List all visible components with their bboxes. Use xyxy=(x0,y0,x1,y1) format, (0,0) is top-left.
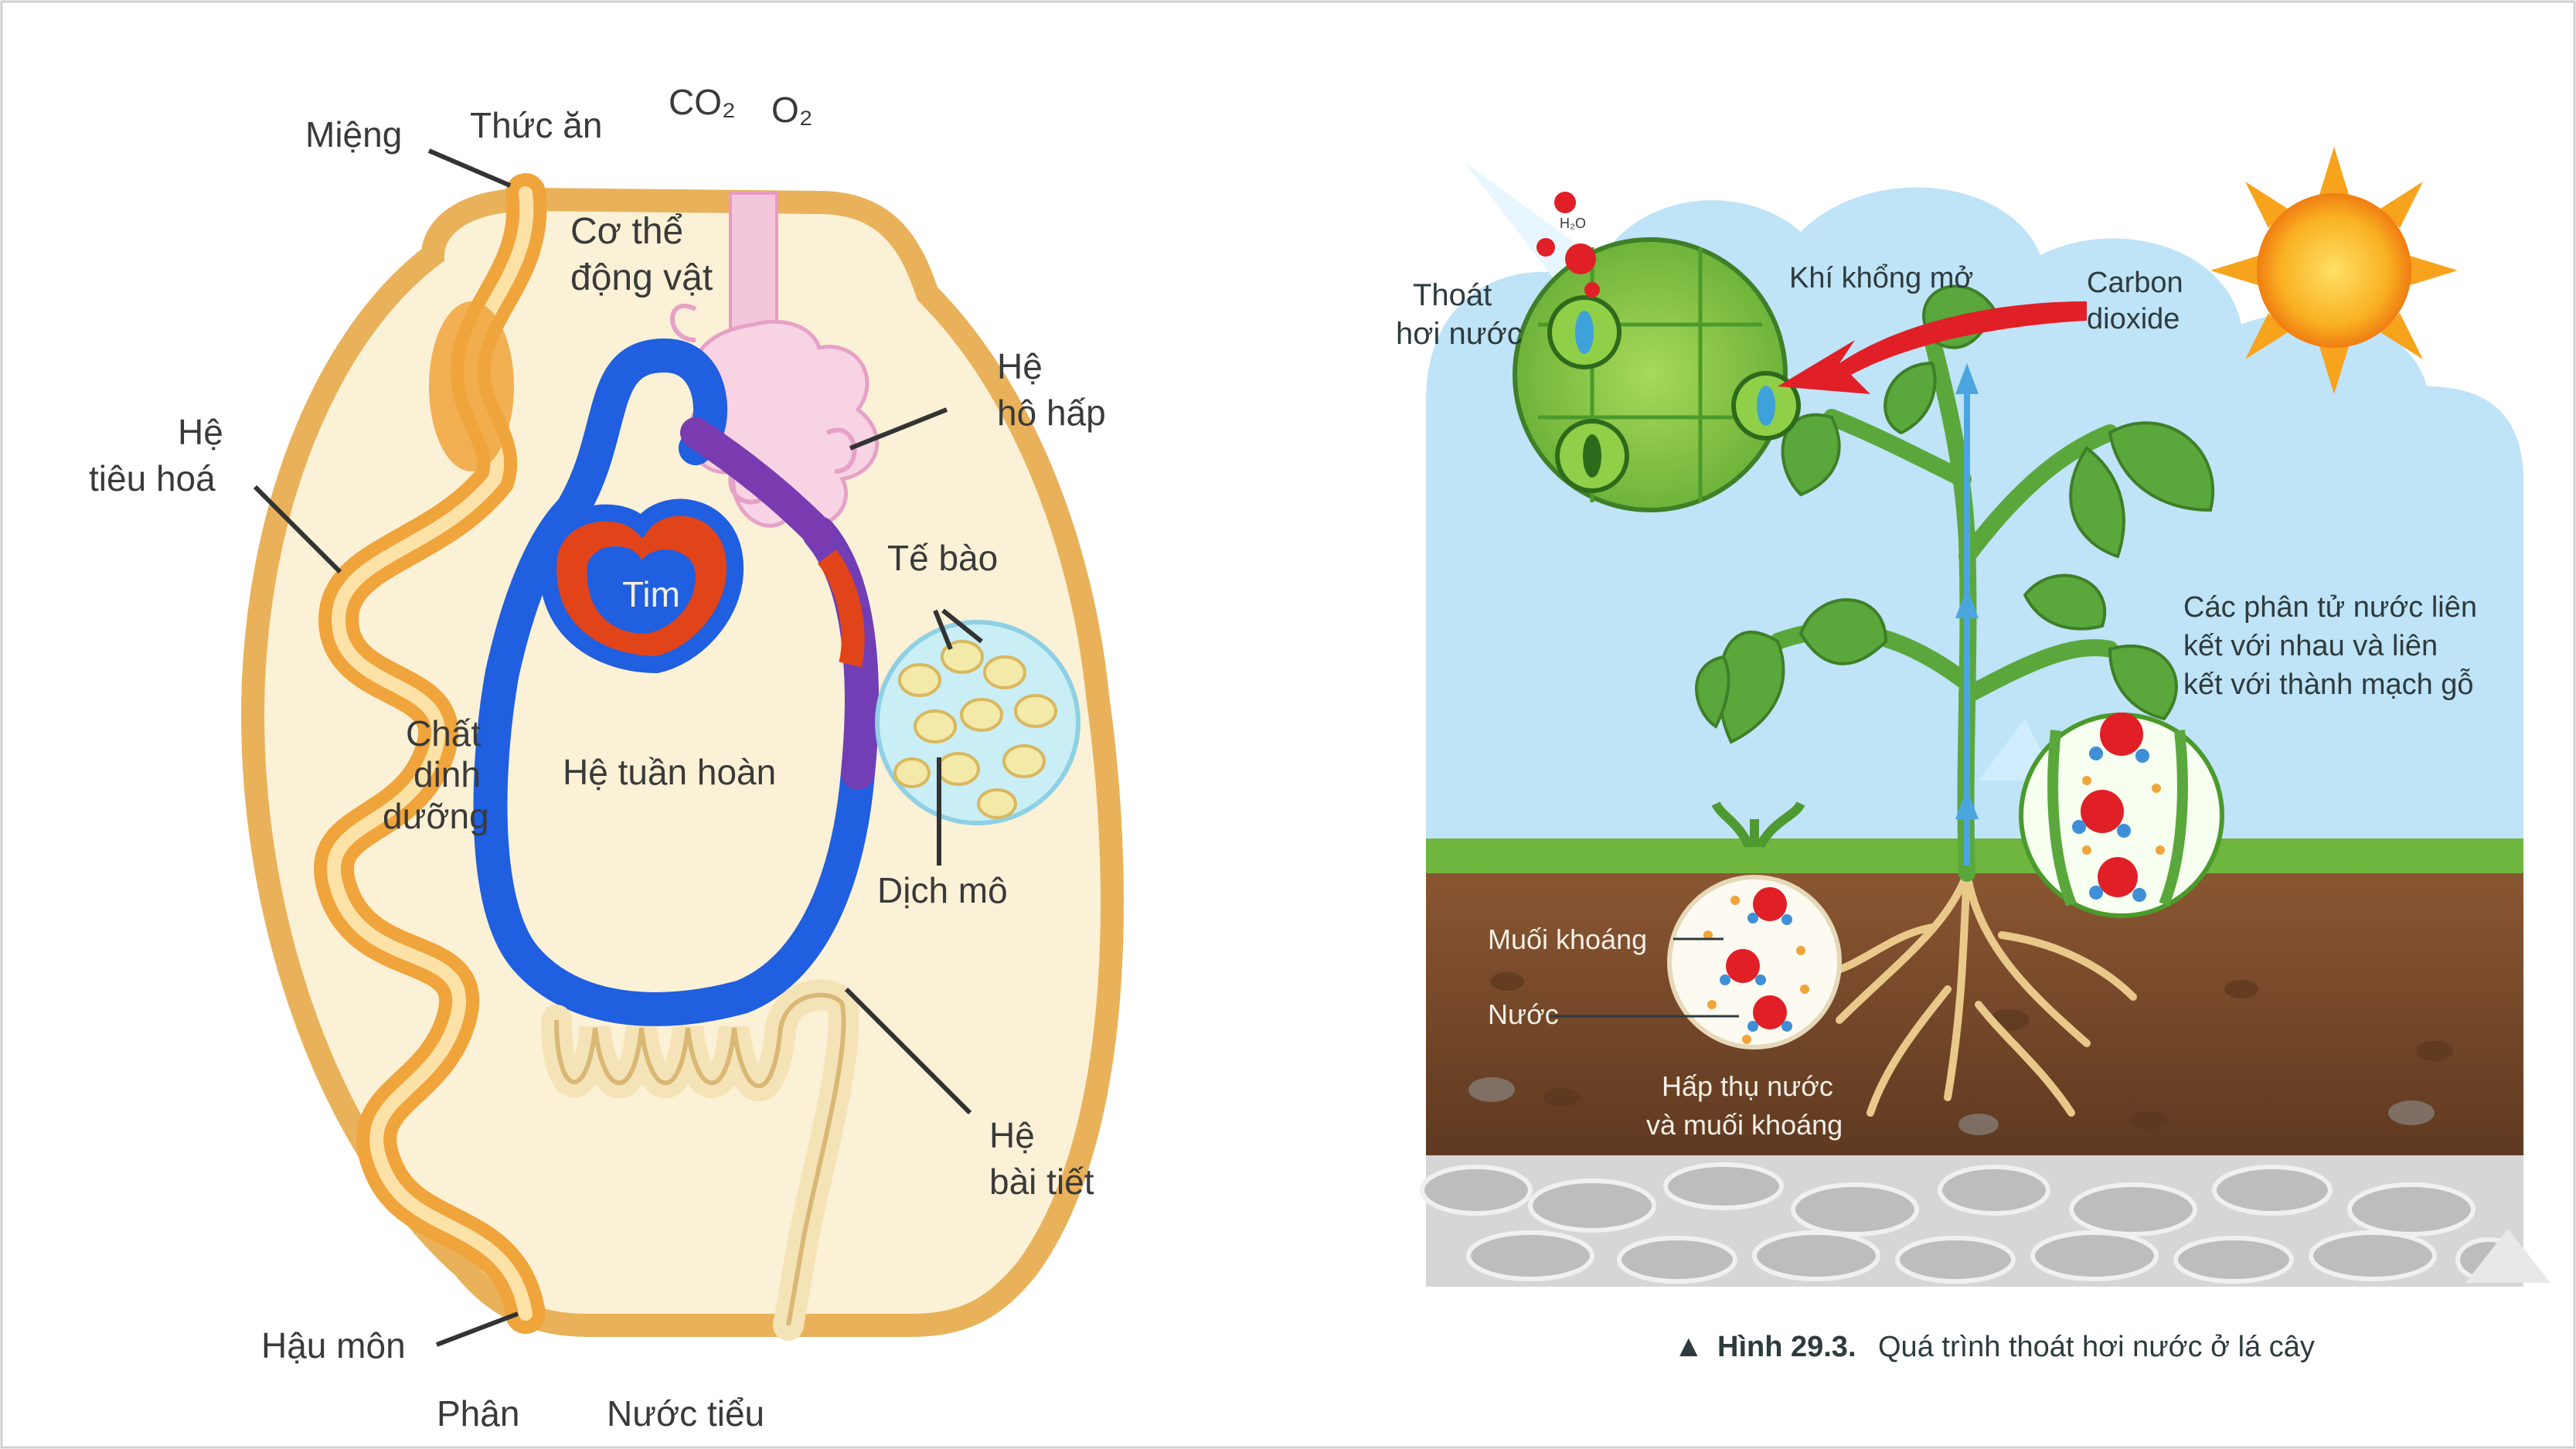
label-urine: Nước tiểu xyxy=(607,1393,764,1434)
xylem-zoom-circle xyxy=(1979,713,2224,918)
label-body-1: Cơ thể xyxy=(570,211,683,252)
co2-arrow xyxy=(1778,301,2087,394)
molecule-label: H₂O xyxy=(1560,216,1586,231)
label-body-2: động vật xyxy=(570,257,713,298)
label-respiratory-1: Hệ xyxy=(997,346,1043,386)
label-carbon-1: Carbon xyxy=(2087,267,2183,299)
cell-zoom xyxy=(875,620,1080,825)
leaf-zoom-circle: H₂O xyxy=(1465,162,1801,512)
label-food: Thức ăn xyxy=(470,105,602,145)
label-nutrient-2: dinh xyxy=(413,754,481,794)
label-tissue-fluid: Dịch mô xyxy=(877,870,1008,910)
label-mouth: Miệng xyxy=(305,114,402,155)
label-bond-2: kết với nhau và liên xyxy=(2183,630,2438,662)
label-respiratory-2: hô hấp xyxy=(997,393,1106,433)
stomata-cells xyxy=(1547,295,1801,493)
label-o2: O₂ xyxy=(771,90,813,130)
caption-number: Hình 29.3. xyxy=(1717,1331,1856,1363)
label-absorb-2: và muối khoáng xyxy=(1646,1109,1843,1141)
label-transpiration-1: Thoát xyxy=(1413,278,1492,312)
figure-caption: ▲ Hình 29.3. Quá trình thoát hơi nước ở … xyxy=(1673,1329,2315,1363)
label-digestive-1: Hệ xyxy=(178,412,223,452)
caption-marker: ▲ xyxy=(1673,1329,1704,1363)
label-nutrient-1: Chất xyxy=(406,713,481,753)
label-feces: Phân xyxy=(437,1393,519,1434)
label-bond-1: Các phân tử nước liên xyxy=(2183,591,2477,624)
label-heart: Tim xyxy=(622,574,680,614)
root-zone-zoom xyxy=(1546,875,1842,1049)
plant-transpiration-diagram: H₂O xyxy=(1396,116,2523,1363)
label-nutrient-3: dưỡng xyxy=(383,796,489,836)
label-stomata: Khí khổng mở xyxy=(1789,262,1973,294)
label-bond-3: kết với thành mạch gỗ xyxy=(2183,668,2474,701)
label-mineral: Muối khoáng xyxy=(1488,923,1647,955)
label-transpiration-2: hơi nước xyxy=(1396,317,1523,351)
label-excretory-1: Hệ xyxy=(989,1115,1035,1155)
label-anus: Hậu môn xyxy=(261,1325,406,1366)
plant-roots xyxy=(1812,869,2137,1117)
label-cell: Tế bào xyxy=(887,538,998,578)
label-circulation: Hệ tuần hoàn xyxy=(563,752,776,792)
animal-body-diagram: Miệng Thức ăn CO₂ O₂ Cơ thể động vật Hệ … xyxy=(89,82,1124,1434)
corner-watermark xyxy=(2465,1229,2550,1283)
water-vapor-molecules: H₂O xyxy=(1536,192,1600,298)
label-excretory-2: bài tiết xyxy=(989,1162,1094,1202)
seedling xyxy=(1711,801,1805,869)
plant-leaves xyxy=(1695,284,2215,744)
label-digestive-2: tiêu hoá xyxy=(89,458,216,498)
sun-icon xyxy=(2210,147,2458,394)
label-absorb-1: Hấp thụ nước xyxy=(1662,1070,1833,1102)
caption-text: Quá trình thoát hơi nước ở lá cây xyxy=(1878,1331,2315,1363)
label-carbon-2: dioxide xyxy=(2087,303,2180,335)
label-water: Nước xyxy=(1488,998,1559,1030)
label-co2: CO₂ xyxy=(669,82,736,122)
